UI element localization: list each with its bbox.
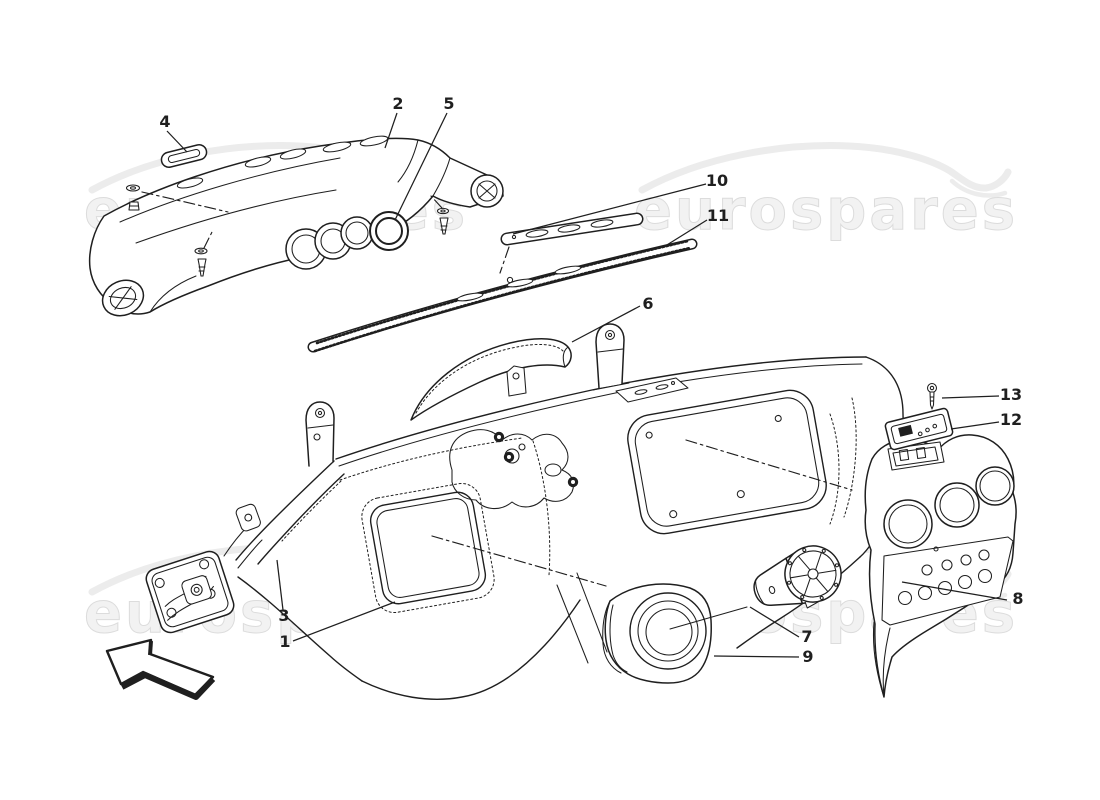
duct-top-slots: [176, 135, 389, 189]
trim-strip-upper: [500, 212, 644, 246]
part-label-1[interactable]: 1: [279, 632, 290, 651]
control-panel-bezel: [864, 434, 1017, 698]
glovebox-recess: [627, 389, 827, 535]
light-switch-knob: [753, 545, 842, 609]
defroster-trim-strips: [307, 212, 698, 353]
part-label-12[interactable]: 12: [1000, 410, 1022, 429]
column-bracket-cluster: [449, 429, 579, 510]
watermark-text: eurospares: [634, 178, 1018, 243]
panel-buttons: [897, 546, 993, 606]
vent-gasket-ring: [369, 211, 409, 251]
fixing-screw: [926, 382, 938, 410]
part-label-5[interactable]: 5: [443, 94, 454, 113]
duct-left-outlet: [101, 279, 145, 317]
assembly-axis-control-panel: [685, 439, 853, 491]
part-label-13[interactable]: 13: [1000, 385, 1022, 404]
duct-fasteners: [125, 184, 450, 277]
part-label-11[interactable]: 11: [707, 206, 729, 225]
gauge-pod-housing: [602, 583, 748, 684]
direction-arrow: [105, 638, 216, 700]
knob-rim-marks: [787, 548, 839, 600]
part-label-10[interactable]: 10: [706, 171, 728, 190]
instrument-cluster-opening: [361, 482, 495, 614]
part-label-2[interactable]: 2: [392, 94, 403, 113]
assembly-axis-gauge-pod: [431, 535, 607, 587]
knob-spokes: [790, 552, 837, 596]
trim-strip-lower: [307, 238, 698, 353]
instrument-hood-trim: [410, 338, 572, 421]
part-label-9[interactable]: 9: [802, 647, 813, 666]
mounting-bracket-center: [592, 323, 630, 391]
air-distribution-duct: [88, 135, 504, 317]
duct-right-outlet: [470, 174, 504, 208]
part-label-3[interactable]: 3: [278, 606, 289, 625]
part-label-8[interactable]: 8: [1012, 589, 1023, 608]
dashboard-structure: [145, 323, 904, 700]
duct-vent-collars: [285, 216, 374, 270]
mounting-bracket-left: [305, 401, 335, 467]
mounting-tab-small: [506, 365, 527, 397]
part-labels: 1 2 3 4 5 6 7 8 9 10 11 12 13: [159, 94, 1023, 666]
part-label-7[interactable]: 7: [801, 627, 812, 646]
defroster-slot-sill: [615, 377, 689, 403]
duct-oval-gasket: [160, 144, 208, 168]
part-label-6[interactable]: 6: [642, 294, 653, 313]
switch-plate: [884, 407, 954, 451]
part-label-4[interactable]: 4: [159, 112, 170, 131]
leader-lines: [166, 112, 1008, 658]
column-support-plate: [145, 503, 263, 634]
